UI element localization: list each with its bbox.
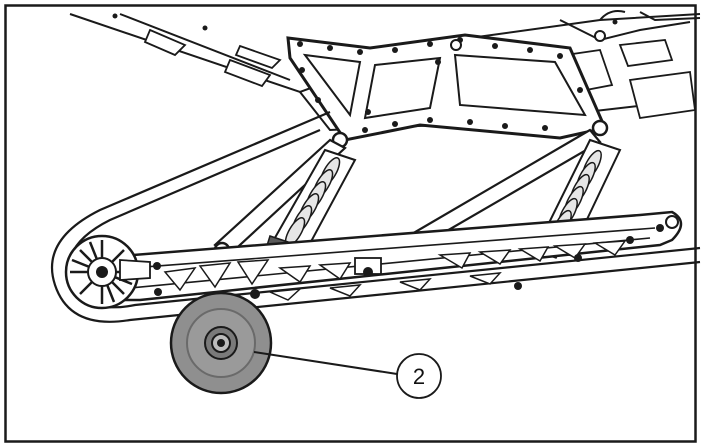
callout-leader	[253, 351, 398, 375]
front-shock	[264, 148, 357, 264]
callout-number: 2	[413, 364, 425, 389]
idler-wheel-icon	[169, 291, 273, 395]
figure-border	[4, 4, 697, 443]
callout-circle-icon	[396, 353, 442, 399]
upper-bracket	[112, 13, 618, 149]
slide-rail	[87, 210, 683, 302]
rear-spoked-wheel	[64, 234, 162, 310]
